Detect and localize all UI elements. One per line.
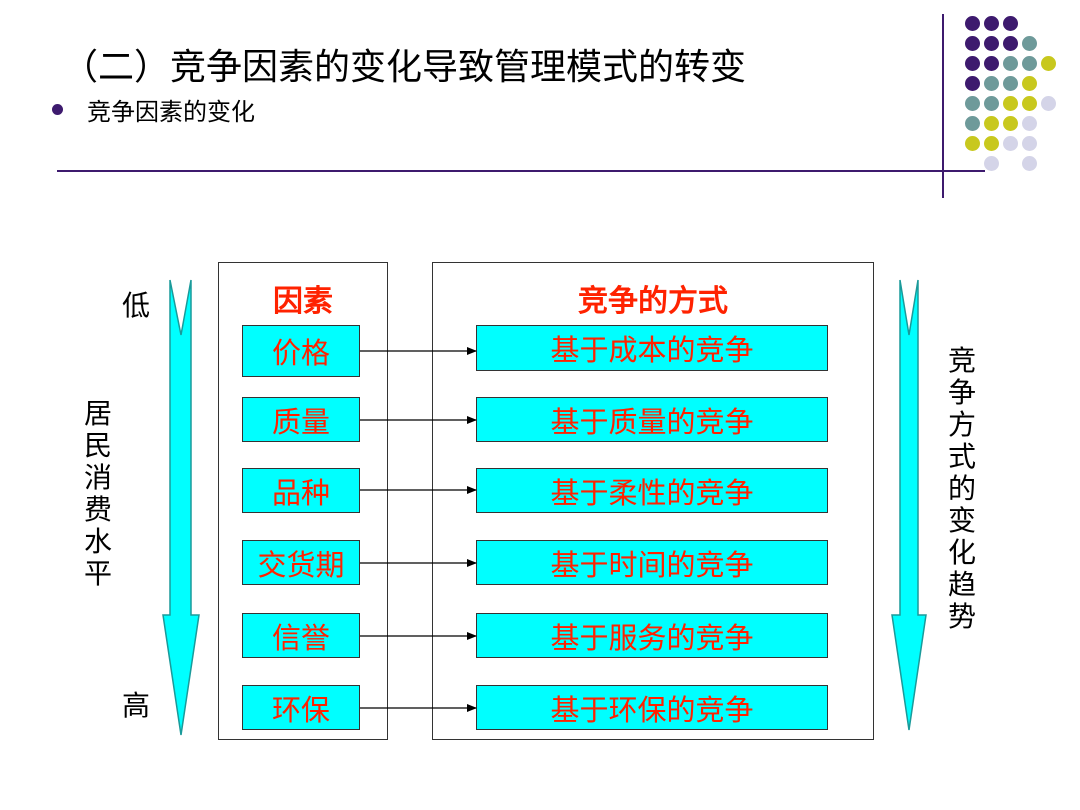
decor-dot <box>965 136 980 151</box>
mode-box: 基于时间的竞争 <box>476 540 828 585</box>
slide-title: （二）竞争因素的变化导致管理模式的转变 <box>62 47 747 88</box>
left-trend-arrow <box>162 279 200 736</box>
decor-dot <box>965 16 980 31</box>
decor-dot <box>1003 16 1018 31</box>
decor-dot <box>1022 156 1037 171</box>
decor-dot <box>1003 76 1018 91</box>
factor-box: 价格 <box>242 325 360 377</box>
decor-dot <box>1022 76 1037 91</box>
decor-dot <box>1022 96 1037 111</box>
factor-box: 交货期 <box>242 540 360 585</box>
decor-dot <box>1022 36 1037 51</box>
decor-dot <box>1022 136 1037 151</box>
bullet-text: 竞争因素的变化 <box>87 98 255 126</box>
decor-dot <box>984 76 999 91</box>
right-trend-arrow <box>891 279 927 731</box>
decor-dot <box>1003 136 1018 151</box>
bullet-dot-icon <box>52 104 63 115</box>
decor-dot <box>984 136 999 151</box>
decor-dot <box>984 156 999 171</box>
decor-dot <box>1003 56 1018 71</box>
decor-dot <box>1003 96 1018 111</box>
left-axis-low: 低 <box>121 289 150 322</box>
decor-dot <box>984 96 999 111</box>
mode-box: 基于环保的竞争 <box>476 685 828 730</box>
decor-dot <box>984 36 999 51</box>
factor-box: 信誉 <box>242 613 360 658</box>
mode-box: 基于成本的竞争 <box>476 325 828 371</box>
decor-dot <box>965 76 980 91</box>
corner-divider <box>942 14 944 198</box>
mode-box: 基于质量的竞争 <box>476 397 828 442</box>
factor-header: 因素 <box>273 284 333 319</box>
left-axis-label: 居民消费水平 <box>83 397 112 590</box>
factor-box: 环保 <box>242 685 360 730</box>
factor-box: 品种 <box>242 468 360 513</box>
decor-dot <box>984 56 999 71</box>
decor-dot <box>965 116 980 131</box>
mode-header: 竞争的方式 <box>578 284 728 319</box>
bullet-item: 竞争因素的变化 <box>52 92 255 127</box>
decor-dot <box>1003 36 1018 51</box>
decor-dot <box>1022 116 1037 131</box>
decor-dot <box>1022 56 1037 71</box>
decor-dot <box>965 56 980 71</box>
factor-box: 质量 <box>242 397 360 442</box>
mode-box: 基于柔性的竞争 <box>476 468 828 513</box>
decor-dot <box>1003 116 1018 131</box>
decor-dot <box>984 116 999 131</box>
decor-dot <box>1041 56 1056 71</box>
decor-dot <box>965 36 980 51</box>
right-axis-label: 竞争方式的变化趋势 <box>947 344 976 633</box>
header-divider <box>57 170 985 172</box>
decor-dot <box>1041 96 1056 111</box>
decor-dot <box>984 16 999 31</box>
left-axis-high: 高 <box>121 689 150 722</box>
decor-dot <box>965 96 980 111</box>
